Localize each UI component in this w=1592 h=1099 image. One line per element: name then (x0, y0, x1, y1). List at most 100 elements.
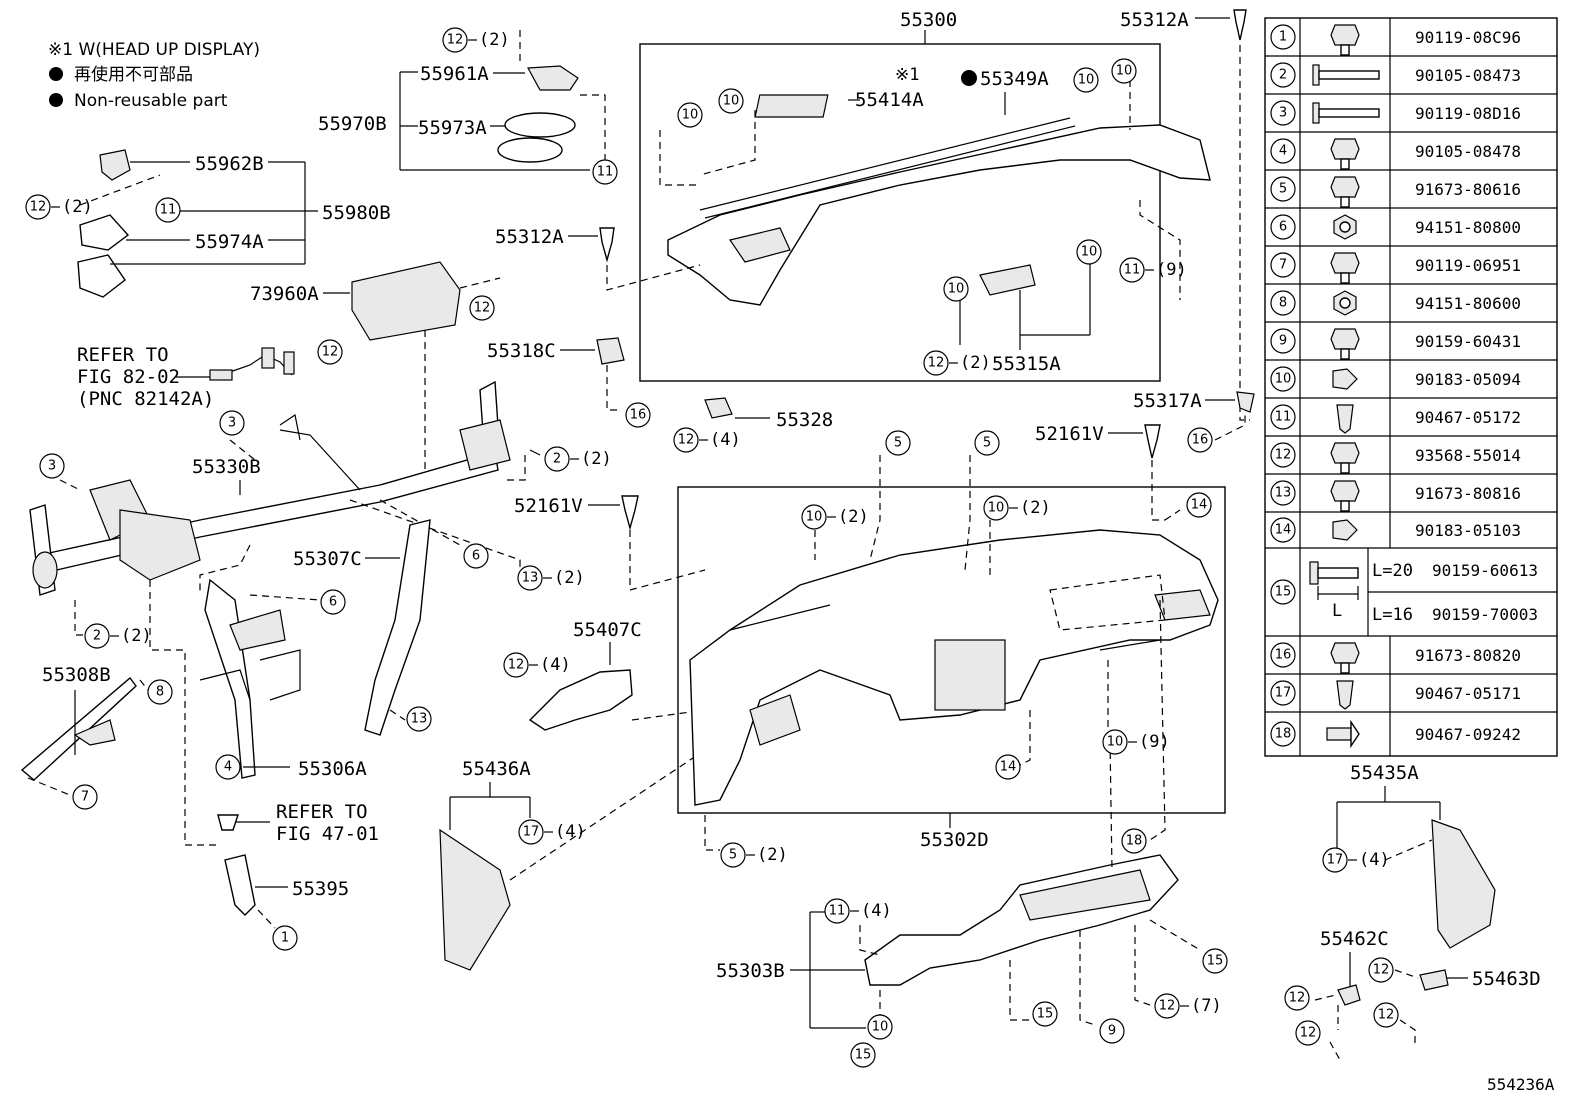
bracket-55315A[interactable] (979, 264, 1036, 296)
fastener-callout[interactable]: 17(4) (518, 819, 586, 845)
label-55407C[interactable]: 55407C (573, 619, 642, 641)
fastener-callout[interactable]: 2(2) (544, 446, 612, 472)
fastener-part-number[interactable]: 90105-08478 (1415, 142, 1521, 161)
refer-fig-47-01-line2[interactable]: FIG 47-01 (276, 823, 379, 845)
fastener-callout[interactable]: 11 (155, 197, 181, 223)
fastener-callout[interactable]: 12 (1295, 1020, 1321, 1046)
fastener-callout[interactable]: 15 (850, 1042, 876, 1068)
fastener-callout[interactable]: 10 (1076, 239, 1102, 265)
vent-55974A-seal[interactable] (77, 254, 126, 298)
label-55961A[interactable]: 55961A (420, 63, 489, 85)
fastener-callout[interactable]: 5 (974, 430, 1000, 456)
cover-55436A[interactable] (439, 828, 511, 971)
brace-55307C[interactable] (364, 519, 431, 736)
fastener-callout[interactable]: 10 (677, 102, 703, 128)
fastener-callout[interactable]: 10 (943, 276, 969, 302)
label-55312A-top[interactable]: 55312A (1120, 9, 1189, 31)
cushion-55318C[interactable] (596, 337, 625, 365)
brace-55308B[interactable] (20, 676, 137, 781)
fastener-callout[interactable]: 3 (219, 410, 245, 436)
hud-cover-55414A[interactable] (754, 94, 829, 118)
fastener-callout[interactable]: 12 (1284, 985, 1310, 1011)
fastener-part-number[interactable]: 90183-05103 (1415, 521, 1521, 540)
label-55414A[interactable]: 55414A (855, 89, 924, 111)
fastener-callout[interactable]: 10 (867, 1014, 893, 1040)
fastener-callout[interactable]: 5(2) (720, 842, 788, 868)
fastener-callout[interactable]: 12(2) (442, 27, 510, 53)
fastener-callout[interactable]: 13 (406, 706, 432, 732)
vent-55962B[interactable] (99, 149, 131, 181)
fastener-callout[interactable]: 11(9) (1119, 257, 1187, 283)
label-55302D[interactable]: 55302D (920, 829, 989, 851)
fastener-callout[interactable]: 12 (317, 339, 343, 365)
label-52161V-a[interactable]: 52161V (514, 495, 583, 517)
fastener-callout[interactable]: 16 (625, 402, 651, 428)
fastener-callout[interactable]: 10(2) (801, 504, 869, 530)
clip-52161V-a-icon[interactable] (621, 495, 639, 531)
fastener-callout[interactable]: 4 (215, 754, 241, 780)
fastener-callout[interactable]: 6 (320, 589, 346, 615)
fastener-callout[interactable]: 9 (1099, 1018, 1125, 1044)
fastener-callout[interactable]: 12(2) (25, 194, 93, 220)
fastener-callout[interactable]: 12(7) (1154, 993, 1222, 1019)
label-55462C[interactable]: 55462C (1320, 928, 1389, 950)
label-55307C[interactable]: 55307C (293, 548, 362, 570)
label-55318C[interactable]: 55318C (487, 340, 556, 362)
label-55303B[interactable]: 55303B (716, 960, 785, 982)
refer-fig-82-02-line1[interactable]: REFER TO (77, 344, 169, 366)
fastener-part-number[interactable]: 94151-80800 (1415, 218, 1521, 237)
fastener-part-number[interactable]: 90105-08473 (1415, 66, 1521, 85)
fastener-callout[interactable]: 12 (1368, 957, 1394, 983)
label-55970B[interactable]: 55970B (318, 113, 387, 135)
fastener-part-number[interactable]: 90467-05171 (1415, 684, 1521, 703)
fastener-callout[interactable]: 5 (885, 430, 911, 456)
label-55973A[interactable]: 55973A (418, 117, 487, 139)
fastener-part-number[interactable]: 90183-05094 (1415, 370, 1521, 389)
fastener-callout[interactable]: 18 (1121, 828, 1147, 854)
clip-55463D[interactable] (1419, 969, 1449, 991)
label-55315A[interactable]: 55315A (992, 353, 1061, 375)
clip-55312A-mid-icon[interactable] (599, 227, 615, 263)
fastener-part-number[interactable]: 90119-08C96 (1415, 28, 1521, 47)
label-55974A[interactable]: 55974A (195, 231, 264, 253)
cover-55435A[interactable] (1431, 819, 1496, 949)
vent-55974A[interactable] (79, 214, 130, 251)
vent-55973A[interactable] (504, 112, 576, 138)
fastener-callout[interactable]: 12 (1373, 1002, 1399, 1028)
refer-fig-82-02-line2[interactable]: FIG 82-02 (77, 366, 180, 388)
fastener-callout[interactable]: 3 (39, 453, 65, 479)
fastener-callout[interactable]: 7 (72, 784, 98, 810)
label-55435A[interactable]: 55435A (1350, 762, 1419, 784)
fastener-part-number[interactable]: 90119-06951 (1415, 256, 1521, 275)
fastener-part-number[interactable]: 90467-05172 (1415, 408, 1521, 427)
fastener-part-number[interactable]: 91673-80816 (1415, 484, 1521, 503)
fastener-callout[interactable]: 10 (1111, 58, 1137, 84)
part-55317A[interactable] (1236, 391, 1255, 413)
brace-55306A[interactable] (204, 578, 256, 779)
fastener-callout[interactable]: 12(4) (503, 652, 571, 678)
label-55463D[interactable]: 55463D (1472, 968, 1541, 990)
fastener-part-number[interactable]: 90467-09242 (1415, 725, 1521, 744)
label-55962B[interactable]: 55962B (195, 153, 264, 175)
bracket-55395[interactable] (224, 854, 256, 916)
fastener-callout[interactable]: 15 (1032, 1001, 1058, 1027)
label-52161V-b[interactable]: 52161V (1035, 423, 1104, 445)
vent-55961A[interactable] (527, 65, 579, 91)
airbag-73960A[interactable] (351, 261, 461, 341)
fastener-callout[interactable]: 10(2) (983, 495, 1051, 521)
vent-seal[interactable] (497, 137, 563, 163)
label-55349A[interactable]: 55349A (980, 68, 1049, 90)
fastener-callout[interactable]: 14 (995, 754, 1021, 780)
label-55312A-mid[interactable]: 55312A (495, 226, 564, 248)
